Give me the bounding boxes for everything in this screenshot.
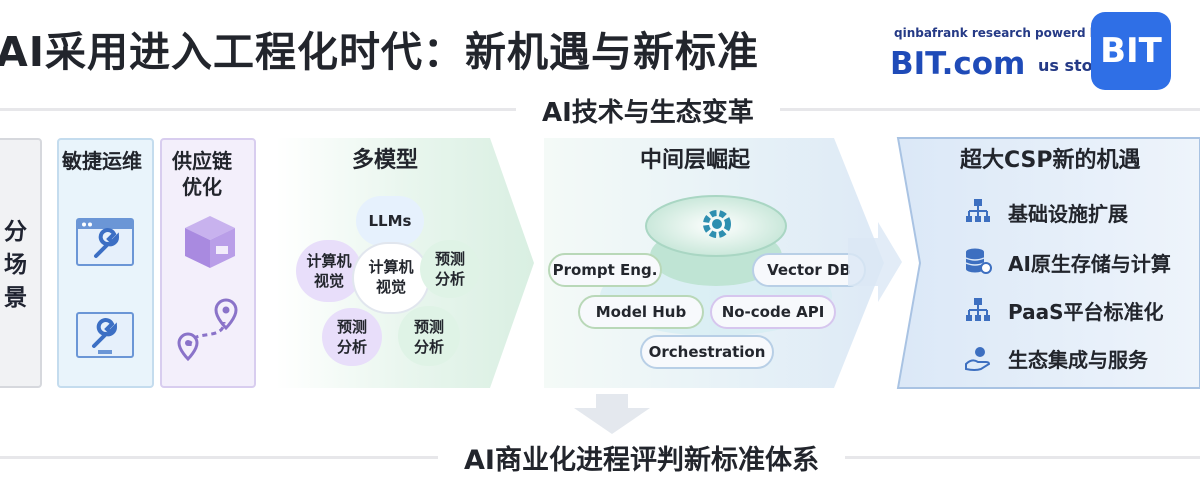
scenes-column — [0, 138, 42, 388]
forecast-right-line1: 预测 — [434, 250, 465, 268]
opportunity-item-2: AI原生存储与计算 — [1008, 252, 1171, 276]
supply-chain-title-line1: 供应链 — [172, 149, 232, 173]
csp-opportunities-title: 超大CSP新的机遇 — [960, 148, 1141, 173]
agile-ops-title: 敏捷运维 — [62, 149, 142, 173]
cv-center-line1: 计算机 — [368, 258, 414, 276]
forecast-bottom-right-line2: 分析 — [413, 338, 444, 356]
network-icon — [964, 296, 992, 324]
forecast-bottom-right-node — [398, 306, 460, 366]
opportunity-item-4: 生态集成与服务 — [1008, 348, 1148, 372]
cv-center-line2: 视觉 — [375, 278, 406, 296]
orchestration-pill: Orchestration — [640, 335, 774, 369]
llms-node — [356, 196, 424, 246]
gear-hub-icon — [693, 204, 741, 248]
forecast-right-node — [420, 240, 480, 298]
bottom-band-title: AI商业化进程评判新标准体系 — [438, 438, 845, 477]
forecast-bottom-left-node — [322, 308, 382, 366]
scenes-label: 分场景 — [4, 219, 27, 311]
hand-service-icon — [964, 344, 992, 372]
no-code-api-pill: No-code API — [710, 295, 836, 329]
forecast-right-line2: 分析 — [434, 270, 465, 288]
forecast-bottom-right-line1: 预测 — [413, 318, 444, 336]
csp-opportunities-panel — [896, 136, 1200, 390]
forecast-bottom-left-line2: 分析 — [336, 338, 367, 356]
top-band-title: AI技术与生态变革 — [516, 92, 780, 129]
middle-layer-title: 中间层崛起 — [640, 148, 751, 173]
window-wrench-icon — [76, 218, 134, 266]
model-hub-pill: Model Hub — [578, 295, 704, 329]
cv-left-line1: 计算机 — [306, 252, 352, 270]
bit-logo[interactable]: BIT — [1091, 12, 1171, 90]
opportunity-item-3: PaaS平台标准化 — [1008, 300, 1164, 324]
database-gear-icon — [964, 247, 992, 275]
page-title: AI采用进入工程化时代：新机遇与新标准 — [0, 28, 759, 76]
forecast-bottom-left-line1: 预测 — [336, 318, 367, 336]
brand-tagline: qinbafrank research powerd by BIT — [894, 26, 1133, 40]
cv-left-node — [296, 240, 362, 302]
brand-name[interactable]: BIT.com — [890, 46, 1026, 82]
route-map-icon — [176, 298, 242, 366]
network-icon — [964, 197, 992, 225]
package-box-icon — [183, 214, 237, 274]
cv-center-node — [354, 244, 428, 312]
down-arrow — [574, 394, 650, 438]
vector-db-pill: Vector DB — [752, 253, 866, 287]
supply-chain-title-line2: 优化 — [182, 175, 222, 199]
multi-model-title: 多模型 — [352, 148, 419, 173]
cv-left-line2: 视觉 — [313, 272, 344, 290]
prompt-eng-pill: Prompt Eng. — [548, 253, 662, 287]
llms-label: LLMs — [368, 212, 412, 230]
opportunity-item-1: 基础设施扩展 — [1008, 202, 1128, 226]
flow-arrow — [848, 222, 902, 306]
monitor-wrench-icon — [76, 312, 134, 358]
